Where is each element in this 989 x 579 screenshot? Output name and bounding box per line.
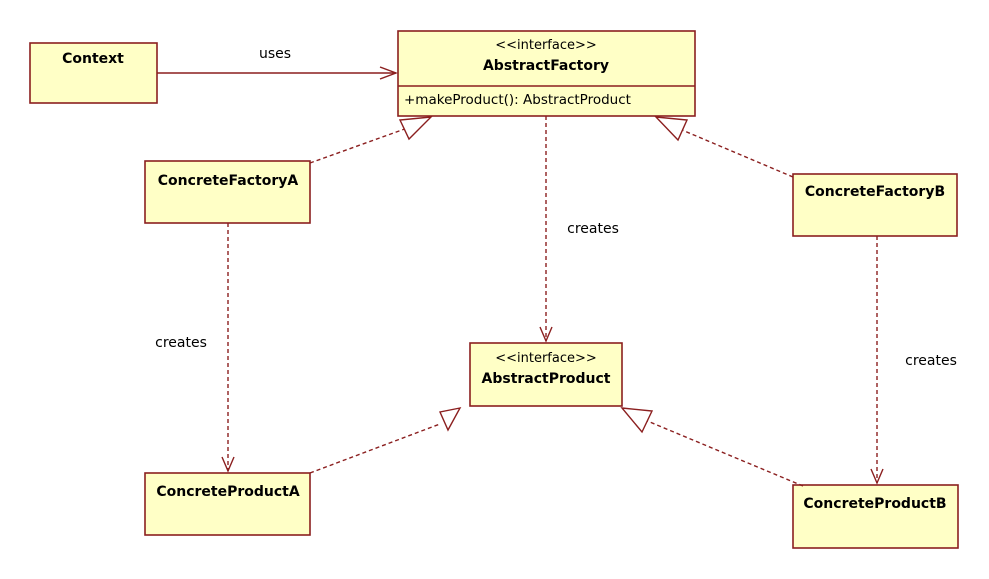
label-uses: uses bbox=[259, 46, 291, 62]
hollow-triangle-head bbox=[398, 116, 433, 141]
stereotype-abstract-factory: <<interface>> bbox=[495, 38, 597, 53]
class-name-context: Context bbox=[62, 51, 124, 67]
hollow-triangle-head bbox=[620, 407, 654, 434]
open-arrowhead bbox=[221, 456, 235, 473]
class-name-abstract-product: AbstractProduct bbox=[482, 371, 611, 387]
open-arrowhead bbox=[379, 66, 398, 80]
class-context[interactable]: Context bbox=[29, 42, 158, 104]
class-name-concrete-product-b: ConcreteProductB bbox=[803, 496, 946, 512]
class-name-concrete-product-a: ConcreteProductA bbox=[156, 484, 300, 500]
class-concrete-factory-b[interactable]: ConcreteFactoryB bbox=[792, 173, 958, 237]
realization-product-a-to-abstract-product bbox=[309, 407, 462, 474]
realization-product-b-to-abstract-product bbox=[620, 407, 804, 487]
class-concrete-product-b[interactable]: ConcreteProductB bbox=[792, 484, 959, 549]
class-name-concrete-factory-a: ConcreteFactoryA bbox=[158, 173, 299, 189]
class-name-abstract-factory: AbstractFactory bbox=[483, 58, 609, 74]
open-arrowhead bbox=[870, 468, 884, 485]
label-creates: creates bbox=[567, 221, 619, 237]
class-concrete-product-a[interactable]: ConcreteProductA bbox=[144, 472, 311, 536]
association-context-uses-factory: uses bbox=[157, 46, 398, 80]
hollow-triangle-head bbox=[439, 407, 462, 432]
dependency-factory-creates-product: creates bbox=[539, 116, 619, 343]
stereotype-abstract-product: <<interface>> bbox=[495, 351, 597, 366]
interface-abstract-factory[interactable]: <<interface>> AbstractFactory +makeProdu… bbox=[397, 30, 696, 117]
dependency-factory-a-creates-product-a: creates bbox=[155, 223, 235, 473]
realization-factory-b-to-abstract-factory bbox=[654, 116, 794, 178]
realization-factory-a-to-abstract-factory bbox=[309, 116, 433, 164]
interface-abstract-product[interactable]: <<interface>> AbstractProduct bbox=[469, 342, 623, 407]
open-arrowhead bbox=[539, 326, 553, 343]
class-name-concrete-factory-b: ConcreteFactoryB bbox=[805, 184, 945, 200]
label-creates: creates bbox=[905, 353, 957, 369]
dependency-factory-b-creates-product-b: creates bbox=[870, 236, 957, 485]
label-creates: creates bbox=[155, 335, 207, 351]
class-concrete-factory-a[interactable]: ConcreteFactoryA bbox=[144, 160, 311, 224]
operation-make-product: +makeProduct(): AbstractProduct bbox=[404, 92, 631, 108]
hollow-triangle-head bbox=[654, 116, 689, 142]
